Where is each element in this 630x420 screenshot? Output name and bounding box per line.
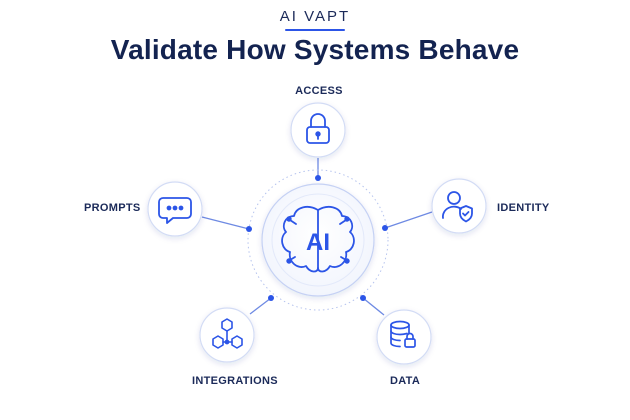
chat-bubble-icon [158,197,192,224]
node-prompts [147,181,203,237]
lock-icon [306,113,330,144]
label-data: DATA [390,375,421,387]
user-shield-icon [442,191,473,223]
junction-dots [246,175,388,301]
connectors [201,158,433,316]
dot-identity [382,225,388,231]
connector-prompts [201,216,250,230]
center-hub: AI [261,183,375,297]
node-integrations [199,307,255,363]
node-identity [431,178,487,234]
node-data [376,309,432,365]
center-label: AI [306,229,330,256]
page-title: Validate How Systems Behave [110,34,520,65]
label-access: ACCESS [295,85,343,97]
label-prompts: PROMPTS [84,202,141,214]
label-integrations: INTEGRATIONS [192,375,278,387]
hub-outer-ring [247,169,389,311]
kicker-underline [285,29,345,31]
node-access [290,102,346,158]
dot-access [315,175,321,181]
database-lock-icon [390,320,416,348]
connector-data [362,297,385,316]
dot-prompts [246,226,252,232]
connector-integrations [249,297,272,315]
label-identity: IDENTITY [497,202,550,214]
dot-integrations [268,295,274,301]
network-cubes-icon [212,318,243,349]
kicker-label: AI VAPT [279,8,351,25]
dot-data [360,295,366,301]
connector-identity [384,211,433,229]
brain-circuit-icon [281,205,355,273]
